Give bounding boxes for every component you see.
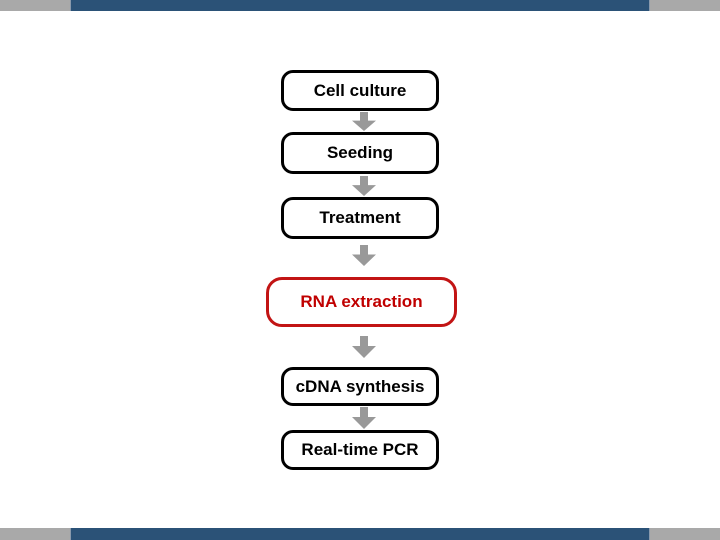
flowchart-step-rna-extraction-highlighted: RNA extraction (266, 277, 457, 327)
step-label: Cell culture (313, 80, 407, 100)
bottom-bar-blue-segment (71, 528, 649, 540)
down-arrow-icon (352, 245, 376, 266)
down-arrow-icon (352, 407, 376, 429)
down-arrow-icon (352, 336, 376, 358)
top-bar-blue-segment (71, 0, 649, 11)
bottom-border-bar (0, 528, 720, 540)
step-label: RNA extraction (300, 292, 423, 311)
top-bar-right-gray-segment (650, 0, 720, 11)
bottom-bar-right-gray-segment (650, 528, 720, 540)
flowchart-step-seeding: Seeding (281, 132, 439, 174)
top-border-bar (0, 0, 720, 11)
step-label: Treatment (319, 208, 401, 227)
flowchart-step-cell-culture: Cell culture (281, 70, 439, 111)
top-bar-separator (70, 0, 71, 11)
bottom-bar-left-gray-segment (0, 528, 70, 540)
flowchart-step-real-time-pcr: Real-time PCR (281, 430, 439, 470)
down-arrow-icon (352, 176, 376, 196)
step-label: Seeding (326, 143, 394, 162)
top-bar-left-gray-segment (0, 0, 70, 11)
top-bar-separator (649, 0, 650, 11)
flowchart-step-cdna-synthesis: cDNA synthesis (281, 367, 439, 406)
bottom-bar-separator (649, 528, 650, 540)
flowchart-step-treatment: Treatment (281, 197, 439, 239)
step-label: cDNA synthesis (295, 376, 425, 396)
step-label: Real-time PCR (301, 440, 419, 459)
down-arrow-icon (352, 112, 376, 131)
bottom-bar-separator (70, 528, 71, 540)
